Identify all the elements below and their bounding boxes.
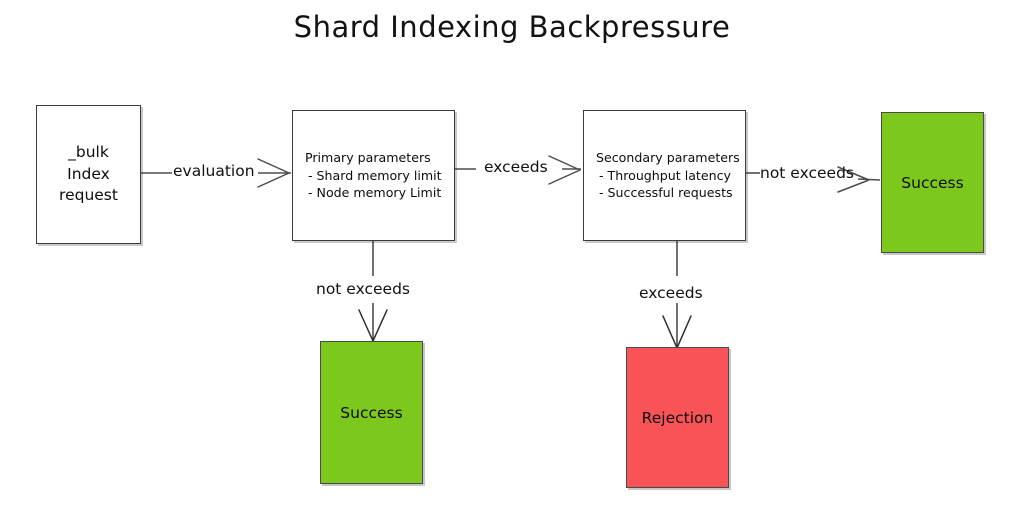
edge-arrowhead-to-success-bottom — [358, 309, 388, 342]
edge-label-primary-exceeds: exceeds — [484, 158, 548, 176]
edge-label-primary-not-exceeds: not exceeds — [316, 280, 410, 298]
edge-label-evaluation: evaluation — [173, 162, 255, 180]
secondary-item-1: - Throughput latency — [599, 167, 731, 183]
node-primary-parameters-text: Primary parameters - Shard memory limit … — [293, 149, 454, 201]
node-secondary-parameters[interactable]: Secondary parameters - Throughput latenc… — [583, 110, 746, 241]
node-success-right[interactable]: Success — [881, 112, 984, 253]
secondary-item-2: - Successful requests — [599, 185, 733, 201]
edge-arrowhead-to-primary — [257, 158, 290, 188]
request-line-2: Index — [67, 164, 110, 183]
node-primary-parameters[interactable]: Primary parameters - Shard memory limit … — [292, 110, 455, 241]
page-title: Shard Indexing Backpressure — [293, 10, 731, 44]
primary-item-1: - Shard memory limit — [308, 167, 442, 183]
primary-heading: Primary parameters — [305, 150, 431, 166]
request-line-1: _bulk — [68, 143, 109, 162]
secondary-heading: Secondary parameters — [596, 150, 740, 166]
node-success-bottom[interactable]: Success — [320, 341, 423, 484]
edge-secondary-to-success-tail — [857, 178, 881, 181]
node-bulk-index-request[interactable]: _bulk Index request — [36, 105, 141, 244]
node-bulk-index-request-text: _bulk Index request — [37, 142, 140, 206]
success-bottom-label: Success — [340, 403, 403, 422]
rejection-label: Rejection — [641, 408, 714, 427]
edge-arrowhead-to-secondary — [548, 155, 581, 185]
success-right-label: Success — [901, 173, 964, 192]
edge-label-secondary-exceeds: exceeds — [639, 284, 703, 302]
edge-arrowhead-to-rejection — [662, 315, 692, 349]
node-rejection[interactable]: Rejection — [626, 347, 729, 488]
request-line-3: request — [59, 186, 118, 205]
primary-item-2: - Node memory Limit — [308, 185, 442, 201]
edge-label-secondary-not-exceeds: not exceeds — [760, 164, 854, 182]
node-secondary-parameters-text: Secondary parameters - Throughput latenc… — [584, 149, 745, 201]
